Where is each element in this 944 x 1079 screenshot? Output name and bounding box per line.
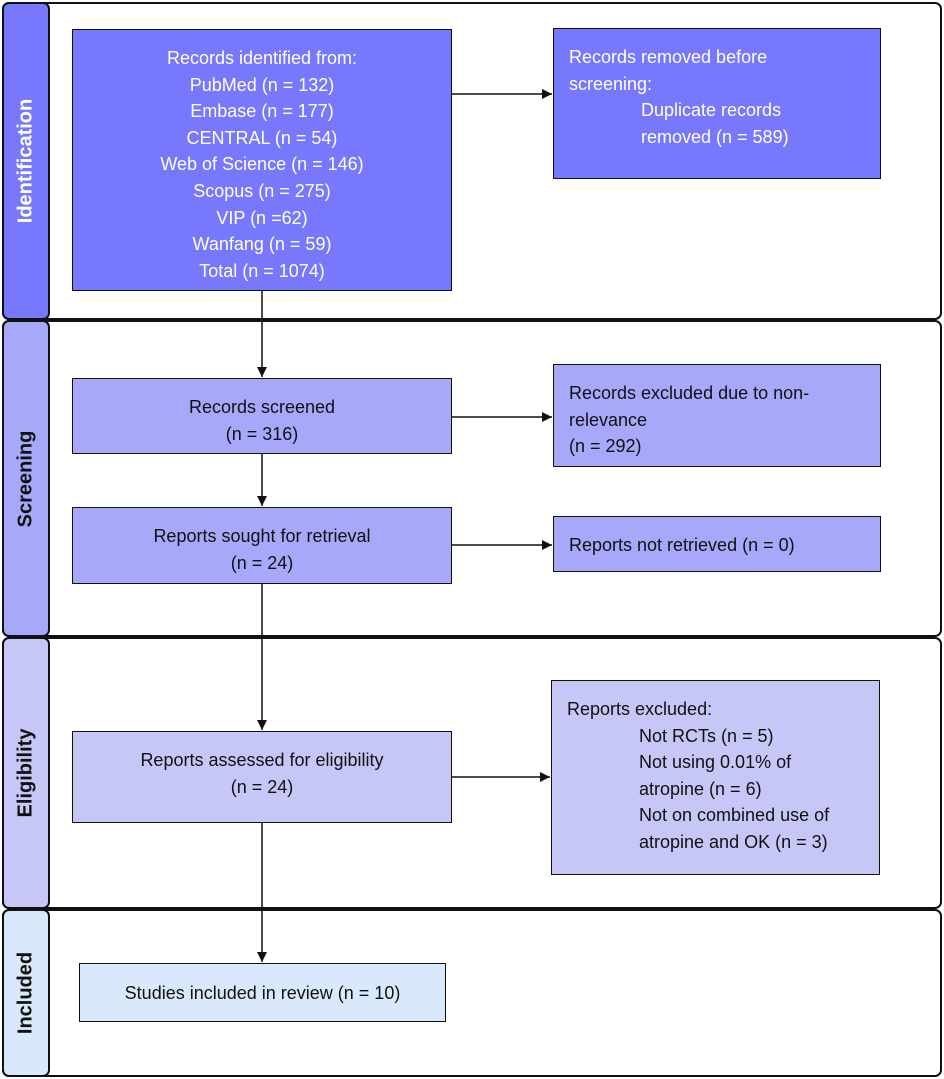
source-scopus: Scopus (n = 275): [193, 180, 331, 201]
records-removed-heading-1: Records removed before: [569, 47, 768, 67]
eligibility-tab: Eligibility: [2, 637, 50, 909]
reports-assessed-label: Reports assessed for eligibility: [140, 750, 384, 770]
records-excluded-box: Records excluded due to non- relevance (…: [553, 364, 881, 467]
reports-not-retrieved-label: Reports not retrieved (n = 0): [569, 535, 795, 555]
reports-sought-box: Reports sought for retrieval (n = 24): [72, 507, 452, 584]
reports-excluded-heading: Reports excluded:: [567, 699, 713, 719]
identification-label: Identification: [14, 98, 37, 224]
records-removed-heading-2: screening:: [569, 73, 653, 94]
excluded-reason-2a: Not using 0.01% of: [639, 752, 792, 773]
records-excluded-line-1: Records excluded due to non-: [569, 383, 810, 403]
reports-sought-label: Reports sought for retrieval: [153, 526, 371, 546]
records-screened-box: Records screened (n = 316): [72, 378, 452, 454]
eligibility-label: Eligibility: [14, 728, 37, 818]
source-pubmed: PubMed (n = 132): [189, 74, 335, 95]
duplicate-records-line-1: Duplicate records: [641, 100, 782, 121]
studies-included-label: Studies included in review (n = 10): [124, 983, 401, 1003]
records-screened-label: Records screened: [188, 397, 336, 417]
included-tab: Included: [2, 909, 50, 1077]
screening-tab: Screening: [2, 320, 50, 637]
source-embase: Embase (n = 177): [190, 101, 334, 122]
excluded-reason-3b: atropine and OK (n = 3): [639, 831, 828, 852]
records-excluded-count: (n = 292): [569, 436, 642, 457]
source-central: CENTRAL (n = 54): [186, 127, 338, 148]
studies-included-box: Studies included in review (n = 10): [79, 963, 446, 1022]
excluded-reason-1: Not RCTs (n = 5): [639, 725, 774, 746]
screening-label: Screening: [14, 430, 37, 527]
source-web-of-science: Web of Science (n = 146): [160, 154, 364, 175]
excluded-reason-3a: Not on combined use of: [639, 805, 830, 826]
reports-sought-count: (n = 24): [230, 552, 294, 573]
duplicate-records-line-2: removed (n = 589): [641, 126, 789, 147]
reports-assessed-count: (n = 24): [230, 776, 294, 797]
records-removed-box: Records removed before screening: Duplic…: [553, 28, 881, 179]
source-total: Total (n = 1074): [199, 260, 325, 281]
reports-excluded-box: Reports excluded: Not RCTs (n = 5) Not u…: [551, 680, 880, 875]
source-vip: VIP (n =62): [216, 207, 308, 228]
identification-tab: Identification: [2, 2, 50, 320]
included-label: Included: [14, 951, 37, 1035]
records-screened-count: (n = 316): [225, 423, 299, 444]
excluded-reason-2b: atropine (n = 6): [639, 778, 762, 799]
records-excluded-line-2: relevance: [569, 409, 648, 430]
reports-not-retrieved-box: Reports not retrieved (n = 0): [553, 516, 881, 572]
reports-assessed-box: Reports assessed for eligibility (n = 24…: [72, 731, 452, 823]
source-wanfang: Wanfang (n = 59): [192, 234, 332, 255]
records-identified-heading: Records identified from:: [166, 48, 358, 68]
records-identified-box: Records identified from: PubMed (n = 132…: [72, 29, 452, 291]
